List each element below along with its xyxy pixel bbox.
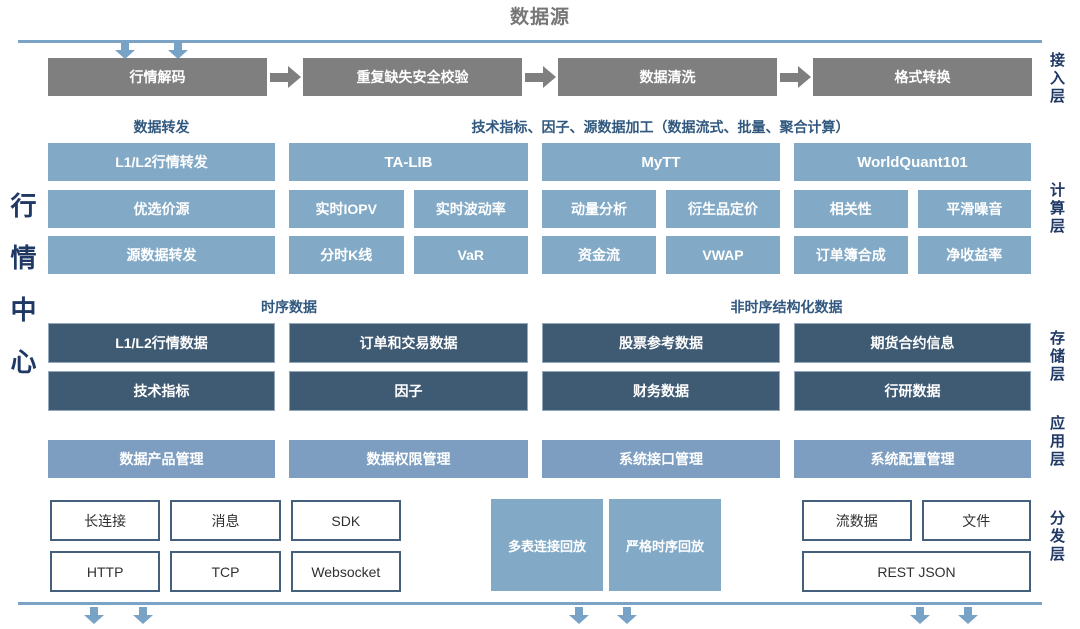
protocol-box: 消息 bbox=[170, 500, 281, 541]
protocol-row-2: HTTP TCP Websocket bbox=[50, 551, 401, 592]
down-arrow-icon bbox=[115, 42, 135, 59]
storage-row-1: L1/L2行情数据 订单和交易数据 股票参考数据 期货合约信息 bbox=[48, 323, 1031, 363]
compute-cell-pair: 订单簿合成 净收益率 bbox=[794, 236, 1031, 274]
down-arrow-icon bbox=[617, 607, 637, 624]
compute-row-1: L1/L2行情转发 TA-LIB MyTT WorldQuant101 bbox=[48, 143, 1031, 181]
access-box: 格式转换 bbox=[813, 58, 1032, 96]
application-row: 数据产品管理 数据权限管理 系统接口管理 系统配置管理 bbox=[48, 440, 1031, 478]
access-box: 重复缺失安全校验 bbox=[303, 58, 522, 96]
output-box: 文件 bbox=[921, 500, 1031, 541]
down-arrow-icon bbox=[958, 607, 978, 624]
storage-box: 期货合约信息 bbox=[794, 323, 1031, 363]
compute-box: 订单簿合成 bbox=[794, 236, 908, 274]
storage-box: 技术指标 bbox=[48, 371, 275, 411]
compute-row-2: 优选价源 实时IOPV 实时波动率 动量分析 衍生品定价 相关性 平滑噪音 bbox=[48, 190, 1031, 228]
compute-box: VWAP bbox=[666, 236, 780, 274]
compute-box: L1/L2行情转发 bbox=[48, 143, 275, 181]
compute-box: 动量分析 bbox=[542, 190, 656, 228]
page-title: 数据源 bbox=[509, 7, 570, 28]
compute-group-title: MyTT bbox=[542, 143, 780, 181]
application-box: 数据产品管理 bbox=[48, 440, 275, 478]
compute-box: 资金流 bbox=[542, 236, 656, 274]
compute-row-3: 源数据转发 分时K线 VaR 资金流 VWAP 订单簿合成 净收益率 bbox=[48, 236, 1031, 274]
storage-box: 股票参考数据 bbox=[542, 323, 780, 363]
storage-row-2: 技术指标 因子 财务数据 行研数据 bbox=[48, 371, 1031, 411]
replay-box: 严格时序回放 bbox=[609, 499, 721, 591]
down-arrow-icon bbox=[910, 607, 930, 624]
compute-cell-pair: 资金流 VWAP bbox=[542, 236, 780, 274]
layer-label-compute: 计算层 bbox=[1048, 182, 1065, 236]
layer-label-application: 应用层 bbox=[1048, 415, 1065, 469]
compute-section-header: 技术指标、因子、源数据加工（数据流式、批量、聚合计算） bbox=[471, 119, 850, 135]
compute-cell-pair: 分时K线 VaR bbox=[289, 236, 528, 274]
compute-cell-pair: 实时IOPV 实时波动率 bbox=[289, 190, 528, 228]
output-row: 流数据 文件 bbox=[802, 500, 1031, 541]
storage-box: 财务数据 bbox=[542, 371, 780, 411]
replay-group: 多表连接回放 严格时序回放 bbox=[491, 499, 721, 591]
timeseries-section-header: 时序数据 bbox=[261, 299, 317, 315]
market-center-label: 行情中心 bbox=[7, 192, 37, 400]
right-arrow-icon bbox=[522, 58, 558, 96]
nontimeseries-section-header: 非时序结构化数据 bbox=[730, 299, 843, 315]
application-box: 系统接口管理 bbox=[542, 440, 780, 478]
access-layer-row: 行情解码 重复缺失安全校验 数据清洗 格式转换 bbox=[48, 58, 1032, 96]
compute-box: 净收益率 bbox=[917, 236, 1031, 274]
application-box: 数据权限管理 bbox=[289, 440, 528, 478]
down-arrow-icon bbox=[168, 42, 188, 59]
compute-cell-pair: 相关性 平滑噪音 bbox=[794, 190, 1031, 228]
output-box: 流数据 bbox=[802, 500, 912, 541]
rest-json-box: REST JSON bbox=[802, 551, 1031, 592]
protocol-box: HTTP bbox=[50, 551, 161, 592]
down-arrow-icon bbox=[84, 607, 104, 624]
application-box: 系统配置管理 bbox=[794, 440, 1031, 478]
forward-section-header: 数据转发 bbox=[133, 119, 190, 135]
layer-label-distribution: 分发层 bbox=[1048, 510, 1065, 564]
access-box: 数据清洗 bbox=[558, 58, 777, 96]
compute-box: 相关性 bbox=[794, 190, 908, 228]
right-arrow-icon bbox=[777, 58, 813, 96]
access-box: 行情解码 bbox=[48, 58, 267, 96]
compute-box: 分时K线 bbox=[289, 236, 404, 274]
layer-label-access: 接入层 bbox=[1048, 52, 1065, 106]
compute-group-title: WorldQuant101 bbox=[794, 143, 1031, 181]
protocol-row-1: 长连接 消息 SDK bbox=[50, 500, 401, 541]
bottom-divider-line bbox=[18, 602, 1042, 605]
storage-box: 因子 bbox=[289, 371, 528, 411]
storage-box: L1/L2行情数据 bbox=[48, 323, 275, 363]
compute-group-title: TA-LIB bbox=[289, 143, 528, 181]
compute-box: 优选价源 bbox=[48, 190, 275, 228]
down-arrow-icon bbox=[133, 607, 153, 624]
storage-box: 订单和交易数据 bbox=[289, 323, 528, 363]
compute-cell-pair: 动量分析 衍生品定价 bbox=[542, 190, 780, 228]
compute-box: 实时波动率 bbox=[413, 190, 528, 228]
layer-label-storage: 存储层 bbox=[1048, 330, 1065, 384]
protocol-box: TCP bbox=[170, 551, 281, 592]
compute-box: 源数据转发 bbox=[48, 236, 275, 274]
compute-box: 平滑噪音 bbox=[917, 190, 1031, 228]
protocol-box: SDK bbox=[290, 500, 401, 541]
protocol-box: 长连接 bbox=[50, 500, 161, 541]
top-divider-line bbox=[18, 40, 1042, 43]
compute-box: 实时IOPV bbox=[289, 190, 404, 228]
compute-box: 衍生品定价 bbox=[666, 190, 780, 228]
compute-box: VaR bbox=[413, 236, 528, 274]
right-arrow-icon bbox=[267, 58, 303, 96]
protocol-box: Websocket bbox=[290, 551, 401, 592]
replay-box: 多表连接回放 bbox=[491, 499, 603, 591]
storage-box: 行研数据 bbox=[794, 371, 1031, 411]
down-arrow-icon bbox=[569, 607, 589, 624]
